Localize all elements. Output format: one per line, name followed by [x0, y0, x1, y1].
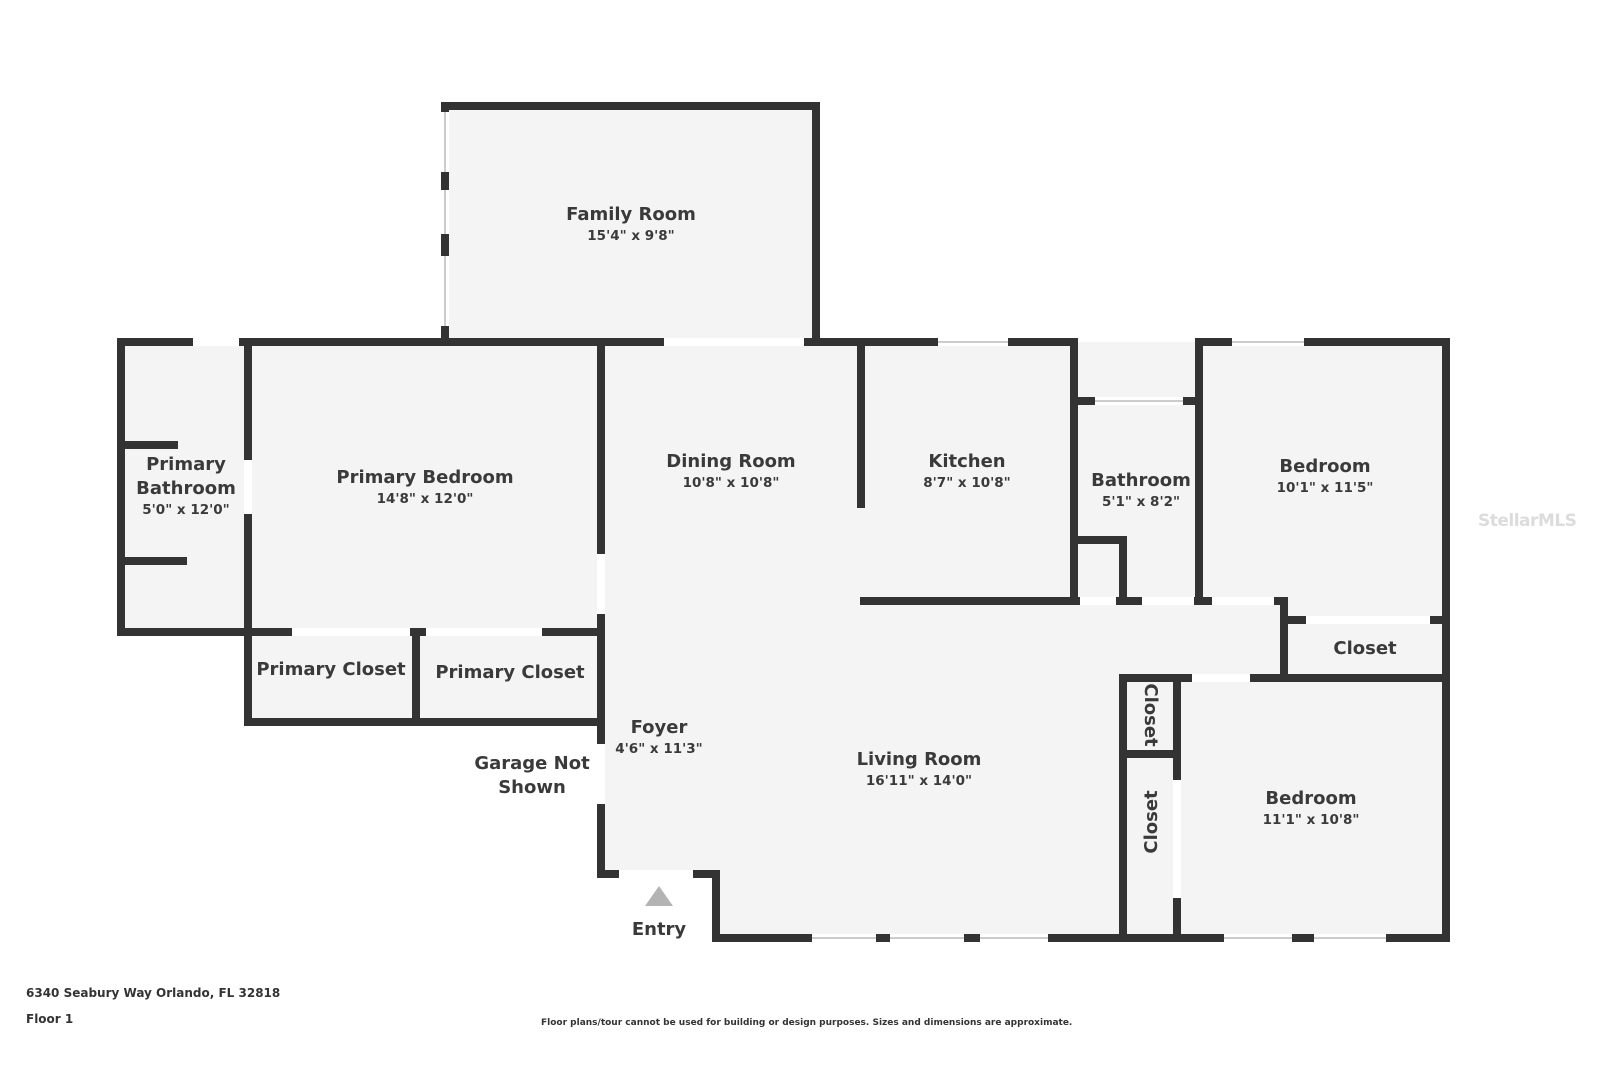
bedroom-upper-name: Bedroom [1279, 456, 1370, 477]
bedroom-lower-name: Bedroom [1265, 788, 1356, 809]
bedroom-upper-dims: 10'1" x 11'5" [1277, 480, 1374, 496]
primary-bedroom-name: Primary Bedroom [336, 467, 513, 488]
closet-right-name: Closet [1333, 638, 1397, 659]
family-room-name: Family Room [566, 204, 696, 225]
primary-bathroom-name-line2: Bathroom [136, 478, 236, 499]
foyer-dims: 4'6" x 11'3" [615, 741, 702, 757]
living-room-dims: 16'11" x 14'0" [866, 773, 972, 789]
dining-room-name: Dining Room [666, 451, 795, 472]
primary-bathroom-name-line1: Primary [146, 454, 226, 475]
floor-label: Floor 1 [26, 1012, 74, 1026]
primary-closet-2-name: Primary Closet [435, 662, 585, 683]
living-room-name: Living Room [857, 749, 982, 770]
floor-areas [121, 106, 1448, 938]
primary-bedroom-dims: 14'8" x 12'0" [377, 491, 474, 507]
walls [117, 102, 1450, 942]
family-room-dims: 15'4" x 9'8" [587, 228, 674, 244]
garage-label-line2: Shown [498, 777, 566, 798]
foyer-name: Foyer [631, 717, 688, 738]
window-frames [444, 112, 1386, 939]
bedroom-lower-dims: 11'1" x 10'8" [1263, 812, 1360, 828]
entry-arrow-icon [645, 886, 673, 906]
bathroom-dims: 5'1" x 8'2" [1102, 494, 1180, 510]
bathroom-name: Bathroom [1091, 470, 1191, 491]
kitchen-name: Kitchen [928, 451, 1005, 472]
primary-bathroom-dims: 5'0" x 12'0" [142, 502, 229, 518]
primary-closet-1-name: Primary Closet [256, 659, 406, 680]
disclaimer-text: Floor plans/tour cannot be used for buil… [541, 1018, 1073, 1028]
stellarmls-watermark: StellarMLS [1478, 511, 1577, 531]
entry-label: Entry [632, 919, 687, 940]
dining-room-dims: 10'8" x 10'8" [683, 475, 780, 491]
kitchen-dims: 8'7" x 10'8" [923, 475, 1010, 491]
garage-label-line1: Garage Not [474, 753, 590, 774]
address-text: 6340 Seabury Way Orlando, FL 32818 [26, 986, 281, 1000]
closet-vertical-2-name: Closet [1141, 790, 1162, 854]
closet-vertical-1-name: Closet [1140, 683, 1161, 747]
